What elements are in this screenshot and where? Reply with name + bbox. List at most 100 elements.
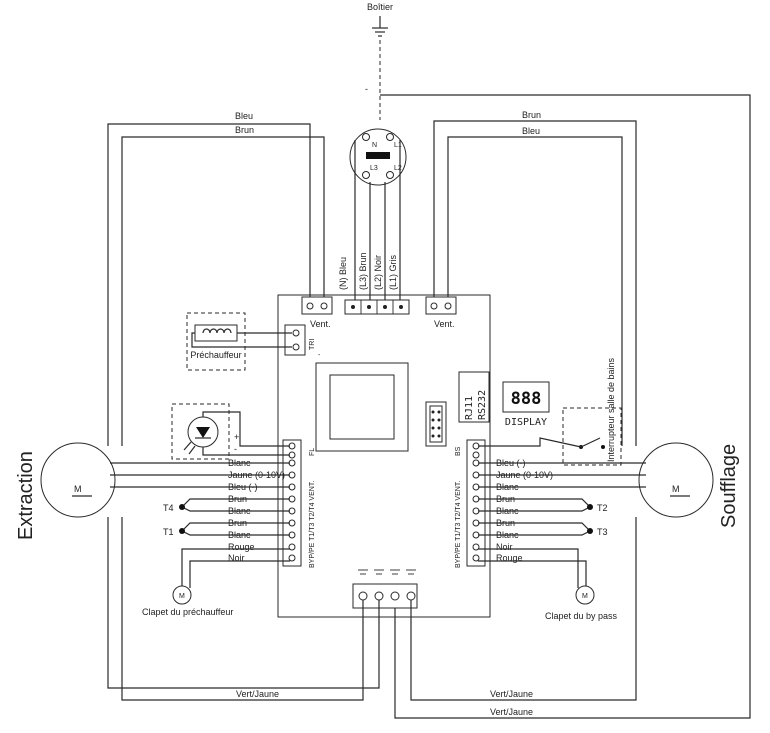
- right-wire-4: Brun: [496, 494, 515, 504]
- sensor-t2-icon: [587, 504, 593, 510]
- left-screw-10: [288, 543, 296, 551]
- extraction-motor-icon: M: [40, 442, 116, 518]
- left-screw-2: [288, 451, 296, 459]
- fl-label: FL: [309, 448, 316, 456]
- supply-l2-color: Noir: [373, 255, 383, 272]
- t3-label: T3: [597, 527, 608, 537]
- wire-top-right-brun: [433, 120, 637, 446]
- display-digits: 888: [511, 389, 542, 409]
- ground-wire-3-label: Vert/Jaune: [490, 707, 533, 717]
- led-box: [171, 403, 230, 460]
- left-terminal-strip: [282, 439, 302, 567]
- right-wire-7: Blanc: [496, 530, 519, 540]
- right-wire-8: Noir: [496, 542, 513, 552]
- svg-text:(L3) Brun: (L3) Brun: [358, 252, 368, 290]
- wire-top-right-1-label: Brun: [522, 110, 541, 120]
- left-connector-label: BYP/PE T1/T3 T2/T4 VENT.: [309, 481, 316, 568]
- supply-l1-term: (L1): [388, 274, 398, 290]
- svg-text:M: M: [582, 593, 588, 600]
- left-wire-9: Noir: [228, 553, 245, 563]
- wire-ground-extraction: [121, 517, 364, 701]
- svg-text:(L2) Noir: (L2) Noir: [373, 255, 383, 290]
- svg-text:M: M: [179, 593, 185, 600]
- switch-icon: [579, 437, 605, 449]
- tri-minus-label: -: [318, 352, 321, 359]
- left-wire-7: Blanc: [228, 530, 251, 540]
- right-screw-10: [472, 543, 480, 551]
- right-terminal-strip: [466, 439, 486, 567]
- supply-l3-color: Brun: [358, 252, 368, 271]
- left-wire-6: Brun: [228, 518, 247, 528]
- left-wire-2: Jaune (0-10V): [228, 470, 285, 480]
- left-wire-4: Brun: [228, 494, 247, 504]
- wire-clapet-pre-noir: [189, 560, 290, 588]
- svg-text:M: M: [672, 484, 680, 494]
- clapet-prechauffeur-icon: M: [172, 585, 192, 605]
- vent-left-terminal: [301, 296, 333, 315]
- wire-top-left-brun: [121, 136, 325, 446]
- right-wire-3: Blanc: [496, 482, 519, 492]
- wire-clapet-by-rouge: [478, 560, 587, 586]
- control-board: [277, 294, 491, 618]
- left-screw-11: [288, 554, 296, 562]
- wire-top-left-2-label: Brun: [235, 125, 254, 135]
- heater-coil-icon: [194, 324, 238, 342]
- right-sensor-wire-1: [478, 498, 592, 512]
- rj11-label: RJ11: [464, 396, 475, 420]
- supply-n-color: Bleu: [338, 257, 348, 275]
- prechauffeur-box: [186, 312, 246, 371]
- supply-l2-term: (L2): [373, 274, 383, 290]
- soufflage-label: Soufflage: [718, 444, 740, 528]
- rs232-label: RS232: [477, 390, 488, 420]
- rj11-header: [425, 401, 447, 447]
- led-wire-minus: [202, 447, 290, 456]
- t4-label: T4: [163, 503, 174, 513]
- vent-right-terminal: [425, 296, 457, 315]
- svg-text:(N) Bleu: (N) Bleu: [338, 257, 348, 290]
- clapet-pre-label: Clapet du préchauffeur: [142, 607, 233, 617]
- clapet-by-label: Clapet du by pass: [545, 611, 618, 621]
- supply-l1-color: Gris: [388, 254, 398, 271]
- wire-switch-1: [478, 437, 582, 448]
- wire-top-right-bleu: [447, 136, 623, 446]
- soufflage-motor-icon: M: [638, 442, 714, 518]
- display-label: DISPLAY: [505, 417, 547, 428]
- prechauffeur-label: Préchauffeur: [190, 350, 241, 360]
- right-connector-label: BYP/PE T1/T3 T2/T4 VENT.: [455, 481, 462, 568]
- sensor-t1-icon: [179, 528, 185, 534]
- connector-l3-label: L3: [370, 165, 378, 172]
- svg-text:M: M: [74, 484, 82, 494]
- bs-label: BS: [455, 446, 462, 456]
- rj11-rs232-box: [458, 371, 490, 423]
- wire-earth-boitier: [380, 94, 751, 719]
- right-wire-6: Brun: [496, 518, 515, 528]
- tri-terminal: [284, 324, 306, 356]
- vent-right-label: Vent.: [434, 319, 455, 329]
- supply-n-term: (N): [338, 278, 348, 291]
- left-wire-1: Blanc: [228, 458, 251, 468]
- wire-ground-soufflage: [410, 517, 637, 701]
- ground-minus-label: -: [365, 84, 368, 94]
- wire-top-left-bleu: [107, 123, 311, 446]
- interrupteur-box: [562, 407, 622, 466]
- supply-wires: [354, 140, 401, 300]
- vent-left-label: Vent.: [310, 319, 331, 329]
- right-screw-2: [472, 451, 480, 459]
- interrupteur-label: Interrupteur salle de bains: [606, 357, 616, 462]
- extraction-label: Extraction: [15, 451, 37, 540]
- sensor-t3-icon: [587, 528, 593, 534]
- left-wire-5: Blanc: [228, 506, 251, 516]
- boitier-ground-icon: [372, 16, 388, 37]
- display-module: 888: [502, 381, 550, 413]
- right-wire-1: Bleu (-): [496, 458, 526, 468]
- left-wire-3: Bleu (-): [228, 482, 258, 492]
- ground-wire-2-label: Vert/Jaune: [490, 689, 533, 699]
- wire-clapet-pre-rouge: [181, 548, 290, 586]
- t2-label: T2: [597, 503, 608, 513]
- right-wire-5: Blanc: [496, 506, 519, 516]
- supply-l3-term: (L3): [358, 274, 368, 290]
- supply-terminal-block: [344, 299, 410, 315]
- ground-wire-1-label: Vert/Jaune: [236, 689, 279, 699]
- left-screw-1: [288, 442, 296, 450]
